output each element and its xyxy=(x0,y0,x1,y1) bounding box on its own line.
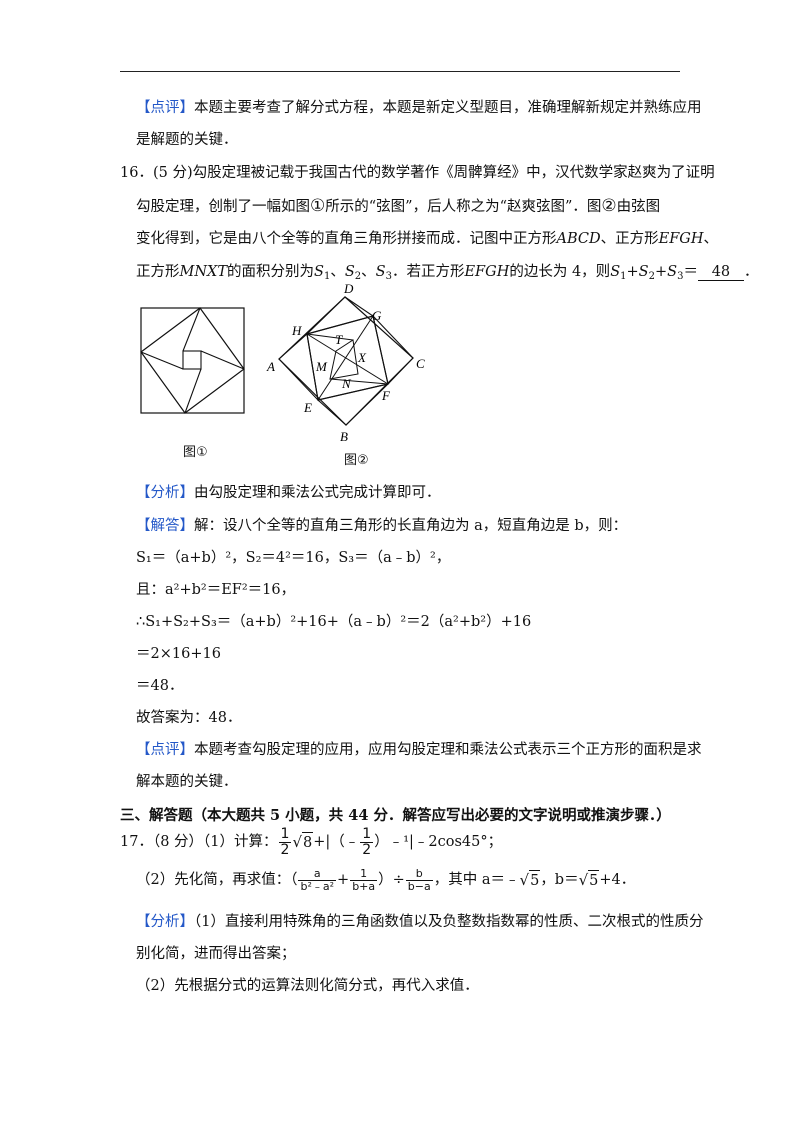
analysis-tag: 【分析】 xyxy=(136,485,194,501)
q16-line2: 勾股定理，创制了一幅如图①所示的“弦图”，后人称之为“赵爽弦图”．图②由弦图 xyxy=(136,196,661,216)
section-3-title: 三、解答题（本大题共 5 小题，共 44 分．解答应写出必要的文字说明或推演步骤… xyxy=(120,807,671,824)
q16-line1: 16．(5 分)勾股定理被记载于我国古代的数学著作《周髀算经》中，汉代数学家赵爽… xyxy=(120,165,715,181)
header-rule xyxy=(120,71,680,72)
q16-line3: 变化得到，它是由八个全等的直角三角形拼接而成．记图中正方形ABCD、正方形EFG… xyxy=(136,231,718,247)
label-N: N xyxy=(341,376,352,391)
review-tag: 【点评】 xyxy=(136,742,194,758)
q15-review-line2: 是解题的关键． xyxy=(136,132,238,148)
q17-analysis-line1: 【分析】（1）直接利用特殊角的三角函数值以及负整数指数幂的性质、二次根式的性质分 xyxy=(136,914,704,930)
q17-analysis-line2: 别化简，进而得出答案； xyxy=(136,946,296,962)
label-B: B xyxy=(340,429,348,444)
answer-tag: 【解答】 xyxy=(136,518,194,534)
figure-1-zhao-shuang-square xyxy=(140,307,245,414)
q17-analysis-line3: （2）先根据分式的运算法则化简分式，再代入求值． xyxy=(136,978,479,994)
label-F: F xyxy=(381,388,391,403)
label-T: T xyxy=(335,332,343,347)
q16-review-line1: 【点评】本题考查勾股定理的应用，应用勾股定理和乘法公式表示三个正方形的面积是求 xyxy=(136,742,702,758)
q16-line4: 正方形MNXT的面积分别为S1、S2、S3．若正方形EFGH的边长为 4，则S1… xyxy=(136,264,759,282)
figure-1-caption: 图① xyxy=(183,445,208,460)
sqrt-8: 8 xyxy=(302,831,314,853)
circled-2: ② xyxy=(601,196,617,216)
q16-s-values: S₁＝（a+b）²，S₂＝4²＝16，S₃＝（a﹣b）²， xyxy=(136,550,451,566)
q15-review-line1: 【点评】本题主要考查了解分式方程，本题是新定义型题目，准确理解新规定并熟练应用 xyxy=(136,100,702,116)
label-H: H xyxy=(291,323,302,338)
q16-sum: ∴S₁+S₂+S₃＝（a+b）²+16+（a﹣b）²＝2（a²+b²）+16 xyxy=(136,614,532,630)
sqrt-5: 5 xyxy=(588,869,600,891)
circled-1: ① xyxy=(310,196,326,216)
label-D: D xyxy=(343,281,354,296)
figure-2-derived-string-figure: D G H T X M N A C F E B xyxy=(266,281,425,444)
answer-blank: 48 xyxy=(697,264,744,281)
label-G: G xyxy=(372,308,382,323)
label-A: A xyxy=(266,359,275,374)
label-E: E xyxy=(303,400,312,415)
q16-review-line2: 解本题的关键． xyxy=(136,774,238,790)
label-M: M xyxy=(315,359,328,374)
q16-answer-intro: 【解答】解：设八个全等的直角三角形的长直角边为 a，短直角边是 b，则： xyxy=(136,518,628,534)
label-X: X xyxy=(357,350,367,365)
review-tag: 【点评】 xyxy=(136,100,194,116)
figure-2-caption: 图② xyxy=(344,453,369,468)
q16-step2: ＝48． xyxy=(136,678,184,694)
q16-condition: 且：a²+b²＝EF²＝16， xyxy=(136,582,296,598)
q16-final: 故答案为：48． xyxy=(136,710,242,726)
sqrt-5: 5 xyxy=(529,869,541,891)
q16-step1: ＝2×16+16 xyxy=(136,646,221,662)
label-C: C xyxy=(416,356,425,371)
analysis-tag: 【分析】 xyxy=(136,914,194,930)
q16-analysis: 【分析】由勾股定理和乘法公式完成计算即可． xyxy=(136,485,441,501)
